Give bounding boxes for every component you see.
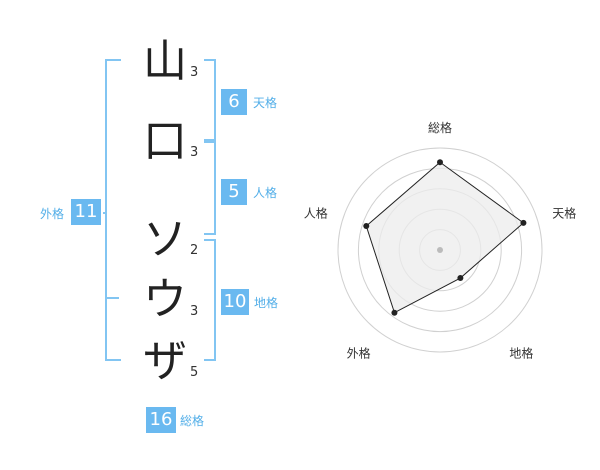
stroke-count-2: 3 bbox=[190, 145, 199, 160]
name-char-5: ザ bbox=[143, 336, 187, 387]
gaikaku-bracket-center bbox=[103, 212, 105, 214]
jinkaku-bracket bbox=[204, 139, 216, 235]
radar-axis-label-2: 天格 bbox=[552, 206, 576, 221]
name-char-1: 山 bbox=[143, 36, 187, 87]
name-char-3: ソ bbox=[143, 214, 187, 265]
chikaku-bracket bbox=[204, 239, 216, 361]
gaikaku-bracket bbox=[105, 59, 121, 361]
radar-center-dot bbox=[437, 247, 443, 253]
jinkaku-value: 5 bbox=[221, 179, 247, 205]
soukaku-label: 総格 bbox=[180, 414, 205, 428]
gaikaku-label: 外格 bbox=[40, 207, 65, 221]
chikaku-label: 地格 bbox=[254, 296, 279, 310]
radar-axis-label-5: 人格 bbox=[304, 206, 328, 221]
name-char-4: ウ bbox=[143, 274, 187, 325]
radar-axis-label-4: 外格 bbox=[347, 345, 371, 360]
radar-point-3 bbox=[457, 275, 464, 282]
radar-point-2 bbox=[520, 219, 527, 226]
chikaku-value: 10 bbox=[221, 289, 249, 315]
radar-point-4 bbox=[391, 309, 398, 316]
radar-ring-5 bbox=[337, 147, 543, 353]
soukaku-value: 16 bbox=[146, 407, 176, 433]
stroke-count-4: 3 bbox=[190, 304, 199, 319]
radar-point-1 bbox=[437, 159, 443, 166]
radar-series-area bbox=[365, 161, 525, 314]
stroke-count-1: 3 bbox=[190, 65, 199, 80]
stroke-count-5: 5 bbox=[190, 365, 199, 380]
radar-axis-label-1: 総格 bbox=[428, 120, 452, 135]
gaikaku-bracket-tick bbox=[105, 297, 119, 299]
radar-axis-label-3: 地格 bbox=[509, 345, 533, 360]
tenkaku-label: 天格 bbox=[253, 96, 278, 110]
stroke-count-3: 2 bbox=[190, 243, 199, 258]
gaikaku-value: 11 bbox=[71, 199, 101, 225]
name-char-2: 口 bbox=[143, 116, 187, 167]
tenkaku-value: 6 bbox=[221, 89, 247, 115]
jinkaku-label: 人格 bbox=[253, 186, 278, 200]
radar-point-5 bbox=[363, 223, 370, 230]
tenkaku-bracket bbox=[204, 59, 216, 143]
